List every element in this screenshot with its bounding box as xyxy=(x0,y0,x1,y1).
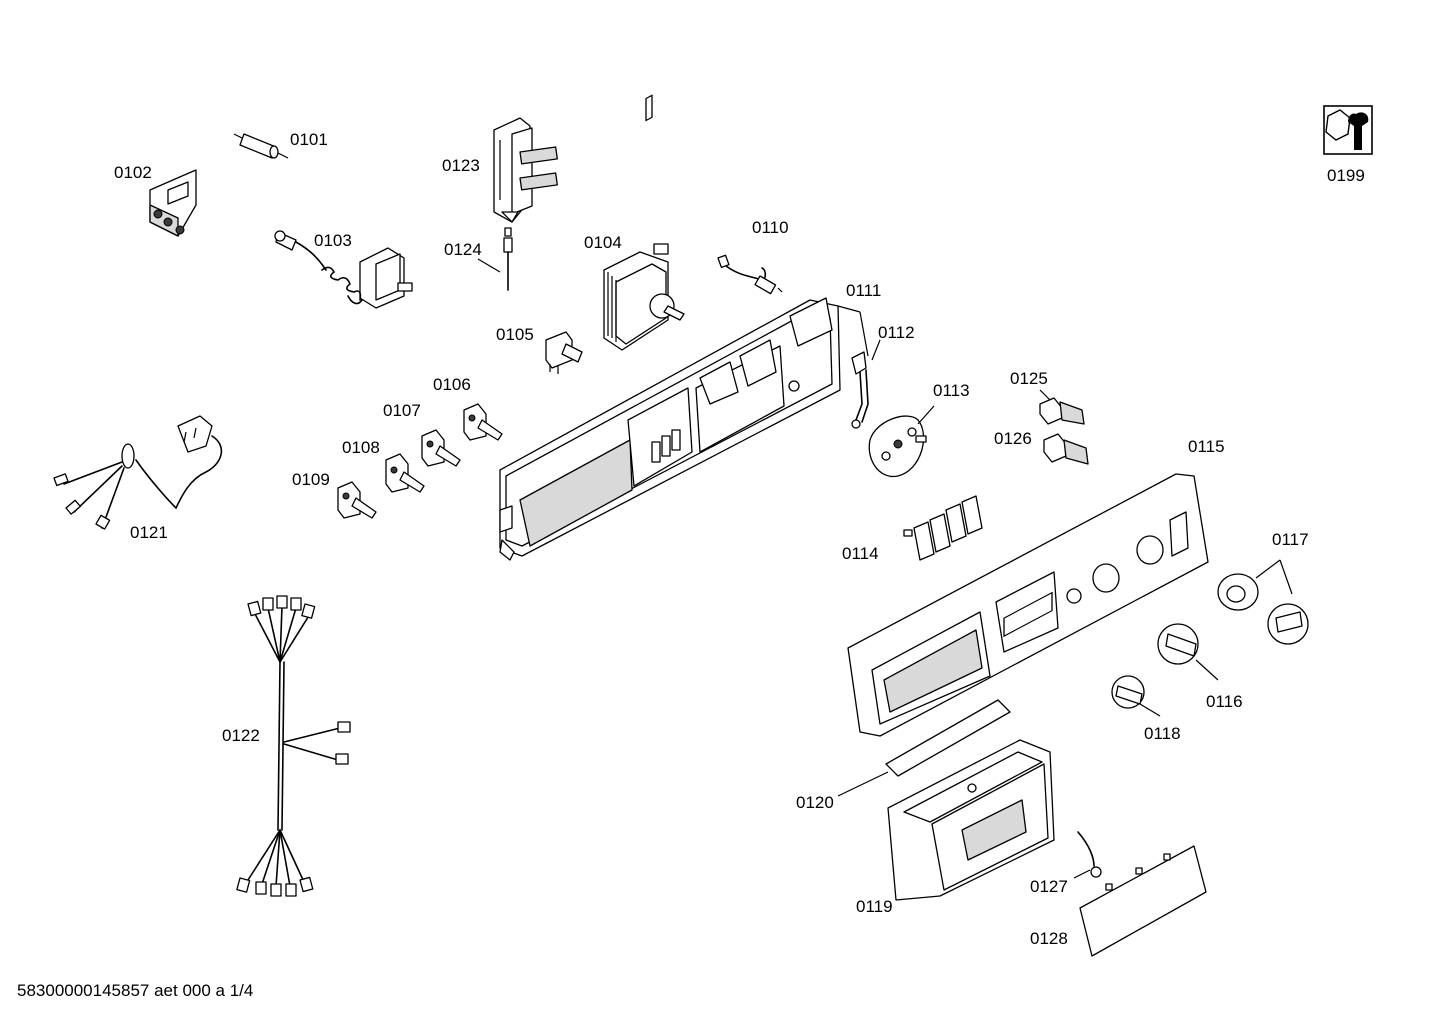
part-0118-drawing[interactable] xyxy=(1111,675,1161,717)
label-0118: 0118 xyxy=(1144,724,1181,743)
label-0101: 0101 xyxy=(290,130,328,149)
label-0112: 0112 xyxy=(878,323,915,342)
label-0122: 0122 xyxy=(222,726,260,745)
label-0109: 0109 xyxy=(292,470,330,489)
label-0128: 0128 xyxy=(1030,929,1068,948)
part-0123-drawing[interactable] xyxy=(493,117,558,223)
part-0105-drawing[interactable] xyxy=(545,331,583,374)
part-0126-drawing[interactable] xyxy=(1043,433,1089,465)
label-0127: 0127 xyxy=(1030,877,1068,896)
part-0108-drawing[interactable] xyxy=(385,453,425,493)
label-0110: 0110 xyxy=(752,218,789,237)
part-0115-drawing[interactable] xyxy=(847,473,1209,737)
label-0108: 0108 xyxy=(342,438,380,457)
label-0113: 0113 xyxy=(933,381,970,400)
label-0105: 0105 xyxy=(496,325,534,344)
label-0121: 0121 xyxy=(130,523,168,542)
part-0109-drawing[interactable] xyxy=(337,481,377,519)
part-0124-drawing[interactable] xyxy=(477,227,513,291)
part-0106-drawing[interactable] xyxy=(463,403,503,441)
label-0126: 0126 xyxy=(994,429,1032,448)
label-0111: 0111 xyxy=(846,281,881,300)
label-0120: 0120 xyxy=(796,793,834,812)
label-0102: 0102 xyxy=(114,163,152,182)
part-0116-drawing[interactable] xyxy=(1157,623,1219,681)
part-0110-drawing[interactable] xyxy=(717,254,783,295)
label-0115: 0115 xyxy=(1188,437,1225,456)
part-0104-drawing[interactable] xyxy=(603,243,685,351)
part-0113-drawing[interactable] xyxy=(868,405,935,477)
part-0112-drawing[interactable] xyxy=(837,305,881,429)
part-0102-drawing[interactable] xyxy=(149,169,197,237)
label-0107: 0107 xyxy=(383,401,421,420)
part-0121-drawing[interactable] xyxy=(53,415,223,530)
wrench-nut-icon[interactable] xyxy=(1323,105,1373,155)
part-0120-drawing[interactable] xyxy=(837,699,1011,797)
label-0125: 0125 xyxy=(1010,369,1048,388)
label-0114: 0114 xyxy=(842,544,879,563)
part-0103-drawing[interactable] xyxy=(274,230,413,309)
label-0123: 0123 xyxy=(442,156,480,175)
label-0106: 0106 xyxy=(433,375,471,394)
part-0119-drawing[interactable] xyxy=(887,739,1055,901)
label-0103: 0103 xyxy=(314,231,352,250)
control-panel-frame-drawing[interactable] xyxy=(499,94,841,561)
label-0104: 0104 xyxy=(584,233,622,252)
part-0101-drawing[interactable] xyxy=(233,133,289,159)
part-0127-drawing[interactable] xyxy=(1073,831,1102,879)
label-0117: 0117 xyxy=(1272,530,1309,549)
label-0119: 0119 xyxy=(856,897,893,916)
document-code: 58300000145857 aet 000 a 1/4 xyxy=(17,981,254,1000)
part-0125-drawing[interactable] xyxy=(1039,389,1085,425)
label-0116: 0116 xyxy=(1206,692,1243,711)
label-0124: 0124 xyxy=(444,240,482,259)
part-0114-drawing[interactable] xyxy=(903,495,983,561)
part-0122-drawing[interactable] xyxy=(236,595,351,897)
part-0107-drawing[interactable] xyxy=(421,429,461,467)
part-0128-drawing[interactable] xyxy=(1079,845,1207,957)
part-0117-drawing[interactable] xyxy=(1217,559,1309,645)
label-0199: 0199 xyxy=(1327,166,1365,185)
